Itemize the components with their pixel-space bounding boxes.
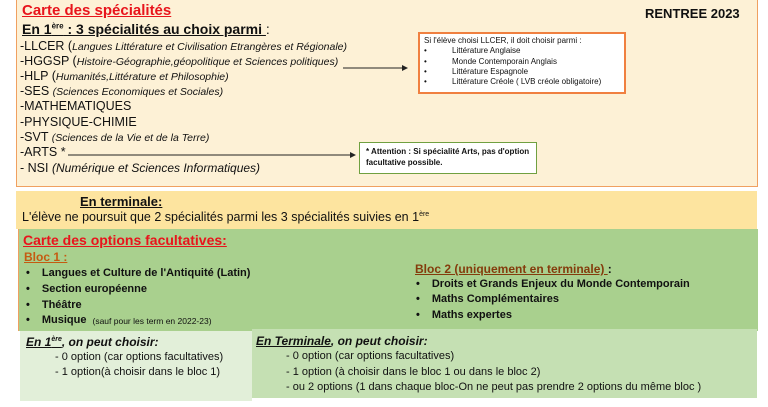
premiere-choice-item: - 1 option(à choisir dans le bloc 1) bbox=[55, 366, 221, 378]
page-title: Carte des spécialités bbox=[22, 2, 172, 19]
spec-hlp: -HLP (Humanités,Littérature et Philosoph… bbox=[20, 69, 229, 83]
terminale-text: L'élève ne poursuit que 2 spécialités pa… bbox=[22, 210, 430, 224]
premiere-choice-box: En 1ère, on peut choisir: - 0 option (ca… bbox=[20, 331, 252, 401]
bloc1-item: •Langues et Culture de l'Antiquité (Lati… bbox=[26, 267, 251, 279]
terminale-title: En terminale: bbox=[80, 194, 163, 209]
bloc2-item: •Maths expertes bbox=[416, 309, 512, 321]
arts-warning-box: * Attention : Si spécialité Arts, pas d'… bbox=[359, 142, 537, 174]
spec-pc: -PHYSIQUE-CHIMIE bbox=[20, 115, 137, 129]
terminale-choice-box: En Terminale, on peut choisir: - 0 optio… bbox=[252, 329, 757, 398]
terminale-choice-item: - ou 2 options (1 dans chaque bloc-On ne… bbox=[286, 381, 702, 393]
bloc2-title: Bloc 2 (uniquement en terminale) : bbox=[415, 262, 612, 276]
spec-llcer: -LLCER (Langues Littérature et Civilisat… bbox=[20, 39, 348, 53]
bloc1-item: •Musique(sauf pour les term en 2022-23) bbox=[26, 314, 212, 326]
bloc2-item: •Maths Complémentaires bbox=[416, 293, 560, 305]
options-title: Carte des options facultatives: bbox=[23, 232, 227, 248]
terminale-choice-title: En Terminale, on peut choisir: bbox=[256, 334, 428, 348]
rentree-label: RENTREE 2023 bbox=[645, 6, 740, 21]
spec-hggsp: -HGGSP (Histoire-Géographie,géopolitique… bbox=[20, 54, 339, 68]
bloc1-item: •Section européenne bbox=[26, 283, 147, 295]
terminale-choice-item: - 1 option (à choisir dans le bloc 1 ou … bbox=[286, 366, 541, 378]
bloc2-item: •Droits et Grands Enjeux du Monde Contem… bbox=[416, 278, 690, 290]
spec-maths: -MATHEMATIQUES bbox=[20, 99, 132, 113]
terminale-band: En terminale: L'élève ne poursuit que 2 … bbox=[16, 191, 757, 229]
options-panel: Carte des options facultatives: Bloc 1 :… bbox=[18, 229, 758, 331]
llcer-info-box: Si l'élève choisi LLCER, il doit choisir… bbox=[418, 32, 626, 94]
terminale-choice-item: - 0 option (car options facultatives) bbox=[286, 350, 455, 362]
spec-svt: -SVT (Sciences de la Vie et de la Terre) bbox=[20, 130, 210, 144]
bloc1-title: Bloc 1 : bbox=[24, 250, 68, 264]
premiere-choice-title: En 1ère, on peut choisir: bbox=[26, 335, 159, 349]
spec-nsi: - NSI (Numérique et Sciences Informatiqu… bbox=[20, 161, 261, 175]
arrows bbox=[68, 65, 408, 158]
bloc1-item: •Théâtre bbox=[26, 299, 82, 311]
spec-arts: -ARTS * bbox=[20, 145, 66, 159]
premiere-heading: En 1ère : 3 spécialités au choix parmi : bbox=[22, 21, 270, 37]
spec-ses: -SES (Sciences Economiques et Sociales) bbox=[20, 84, 224, 98]
premiere-choice-item: - 0 option (car options facultatives) bbox=[55, 351, 224, 363]
